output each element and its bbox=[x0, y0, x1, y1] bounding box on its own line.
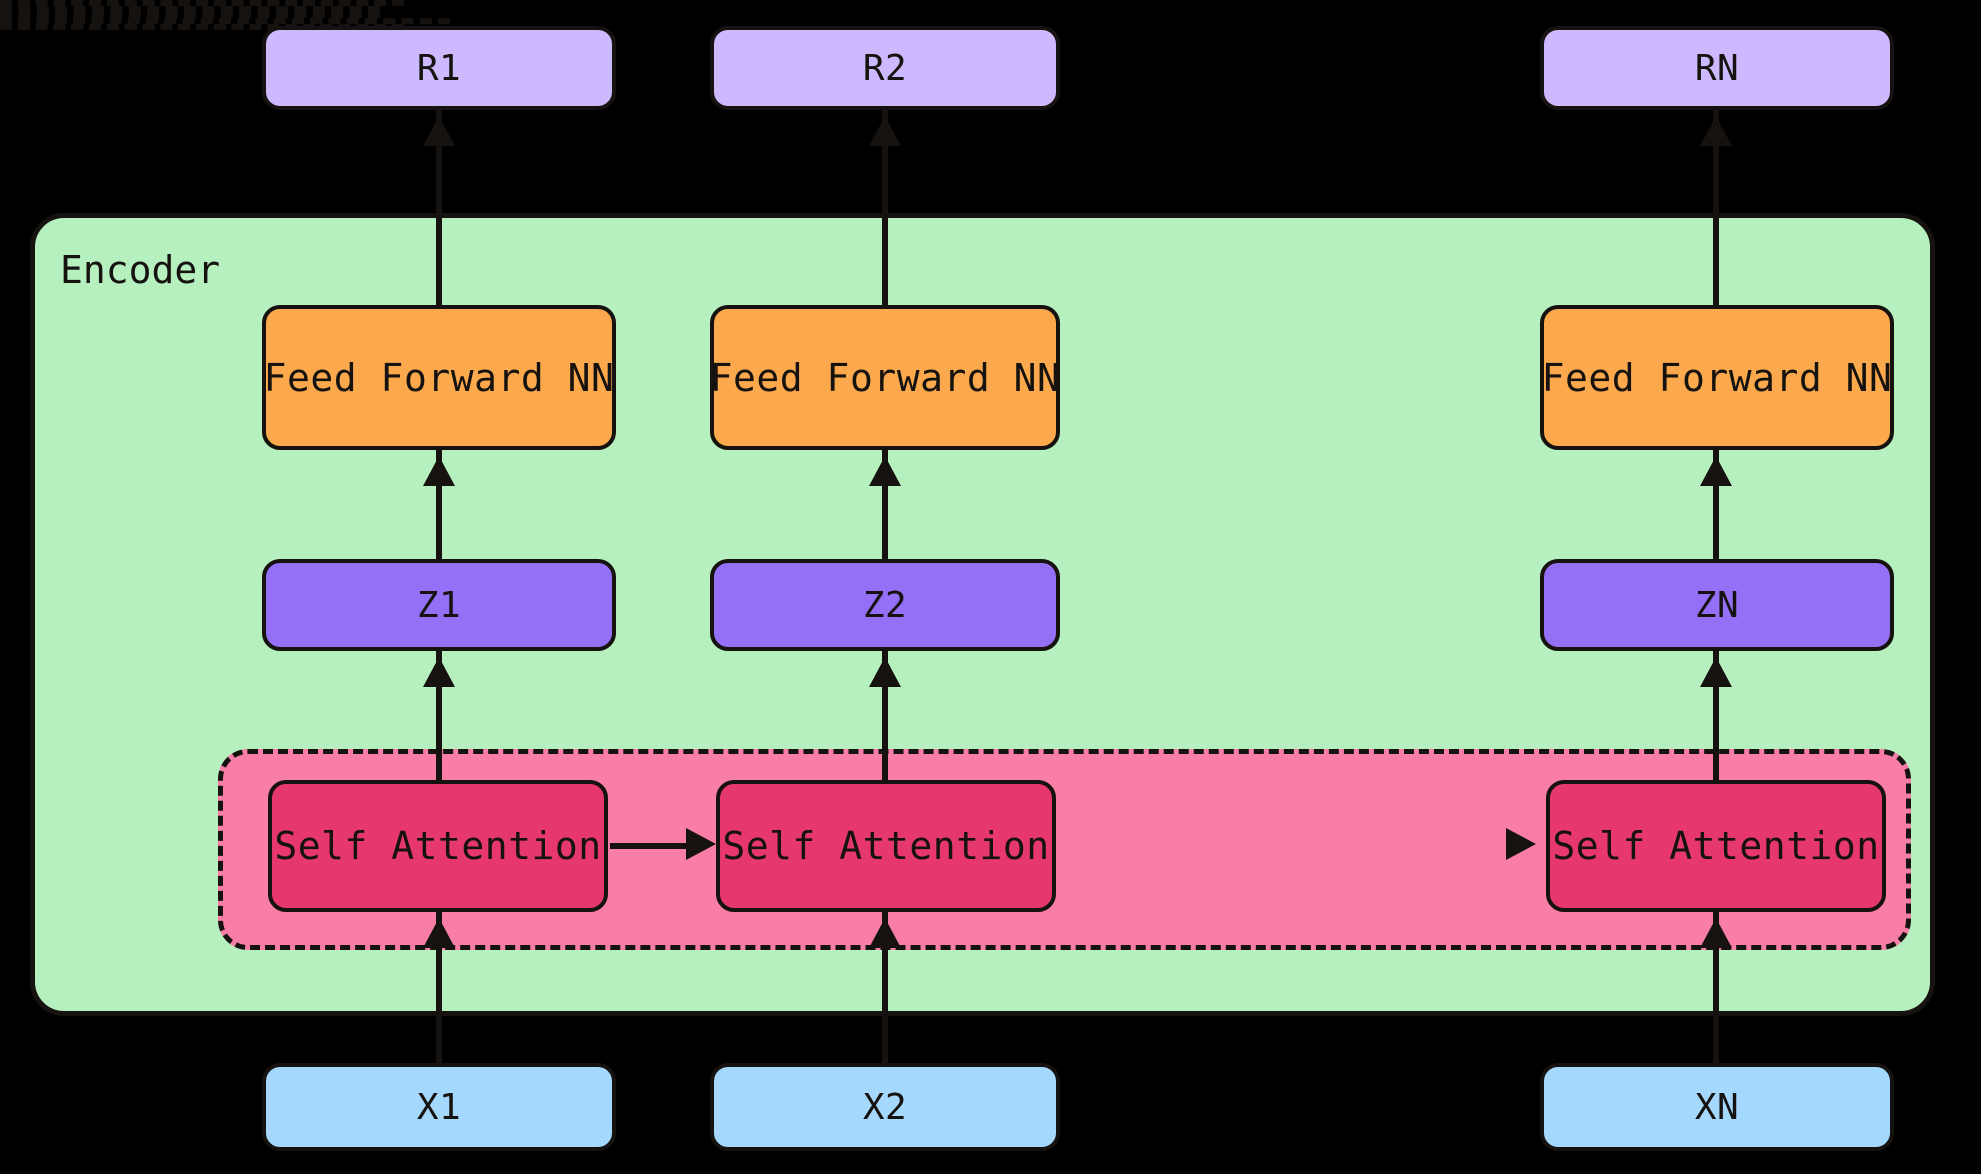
node-self-attention-n[interactable]: Self Attention bbox=[1546, 780, 1886, 912]
arrowhead-ffn1-to-r1 bbox=[423, 116, 455, 146]
arrowhead-sa2-to-san bbox=[1506, 828, 1536, 860]
edge-z1-to-ffn1 bbox=[436, 450, 442, 559]
edge-ffn1-to-r1 bbox=[436, 110, 442, 305]
node-zn[interactable]: ZN bbox=[1540, 559, 1894, 651]
arrowhead-ffn2-to-r2 bbox=[869, 116, 901, 146]
node-self-attention-2[interactable]: Self Attention bbox=[716, 780, 1056, 912]
ellipsis-connector-ffn bbox=[0, 6, 380, 12]
edge-x2-to-sa2 bbox=[882, 912, 888, 1063]
arrowhead-x2-to-sa2 bbox=[869, 918, 901, 948]
node-ffn-1[interactable]: Feed Forward NN bbox=[262, 305, 616, 450]
node-self-attention-1[interactable]: Self Attention bbox=[268, 780, 608, 912]
node-input-xn[interactable]: XN bbox=[1540, 1063, 1894, 1151]
arrowhead-sa1-to-sa2 bbox=[686, 828, 716, 860]
node-input-x1[interactable]: X1 bbox=[262, 1063, 616, 1151]
edge-zn-to-ffnn bbox=[1713, 450, 1719, 559]
ellipsis-connector-z bbox=[0, 12, 380, 18]
edge-z2-to-ffn2 bbox=[882, 450, 888, 559]
edge-x1-to-sa1 bbox=[436, 912, 442, 1063]
node-ffn-2[interactable]: Feed Forward NN bbox=[710, 305, 1060, 450]
node-output-rn[interactable]: RN bbox=[1540, 26, 1894, 110]
edge-ffn2-to-r2 bbox=[882, 110, 888, 305]
arrowhead-san-to-zn bbox=[1700, 657, 1732, 687]
edge-sa2-to-san bbox=[0, 18, 450, 24]
arrowhead-sa1-to-z1 bbox=[423, 657, 455, 687]
edge-ffnn-to-rn bbox=[1713, 110, 1719, 305]
arrowhead-xn-to-san bbox=[1700, 918, 1732, 948]
edge-san-to-zn bbox=[1713, 651, 1719, 780]
node-z1[interactable]: Z1 bbox=[262, 559, 616, 651]
arrowhead-x1-to-sa1 bbox=[423, 918, 455, 948]
edge-sa1-to-sa2 bbox=[610, 843, 690, 849]
node-input-x2[interactable]: X2 bbox=[710, 1063, 1060, 1151]
node-z2[interactable]: Z2 bbox=[710, 559, 1060, 651]
ellipsis-connector-outputs bbox=[0, 0, 404, 6]
node-output-r1[interactable]: R1 bbox=[262, 26, 616, 110]
arrowhead-zn-to-ffnn bbox=[1700, 456, 1732, 486]
ellipsis-connector-inputs bbox=[0, 24, 404, 30]
arrowhead-z1-to-ffn1 bbox=[423, 456, 455, 486]
node-output-r2[interactable]: R2 bbox=[710, 26, 1060, 110]
arrowhead-ffnn-to-rn bbox=[1700, 116, 1732, 146]
edge-sa1-to-z1 bbox=[436, 651, 442, 780]
node-ffn-n[interactable]: Feed Forward NN bbox=[1540, 305, 1894, 450]
encoder-label: Encoder bbox=[60, 248, 221, 292]
arrowhead-sa2-to-z2 bbox=[869, 657, 901, 687]
arrowhead-z2-to-ffn2 bbox=[869, 456, 901, 486]
edge-sa2-to-z2 bbox=[882, 651, 888, 780]
edge-xn-to-san bbox=[1713, 912, 1719, 1063]
